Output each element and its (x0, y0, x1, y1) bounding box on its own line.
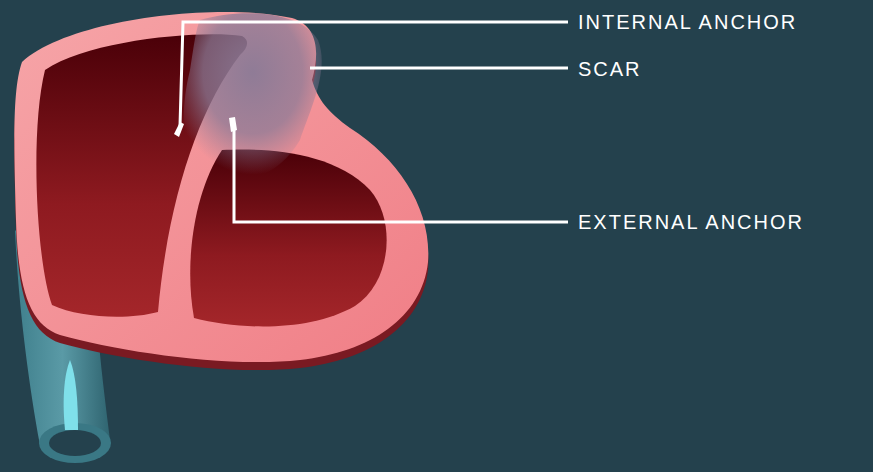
leader-line (310, 67, 568, 70)
scar-region (184, 13, 322, 183)
part-label: EXTERNAL ANCHOR (578, 210, 804, 234)
vessel-highlight (64, 360, 78, 430)
leader-line (180, 22, 568, 126)
part-label: SCAR (578, 57, 642, 81)
part-label: INTERNAL ANCHOR (578, 10, 797, 34)
leader-line (234, 130, 568, 222)
external-anchor (229, 117, 237, 132)
vessel-lumen (49, 430, 101, 456)
heart-wall (14, 12, 428, 362)
